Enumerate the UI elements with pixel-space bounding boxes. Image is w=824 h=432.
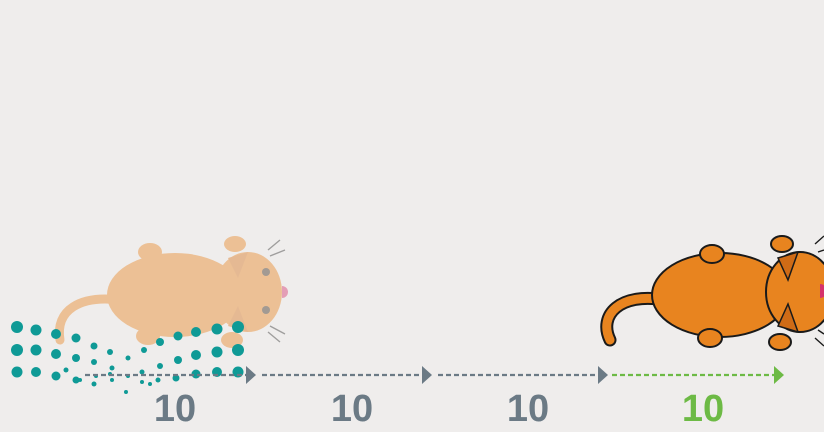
step-label-3: 10 bbox=[506, 388, 550, 430]
trail-dot bbox=[51, 371, 61, 381]
step-arrow-head-4 bbox=[774, 366, 784, 384]
step-label-2: 10 bbox=[330, 388, 374, 430]
step-label-4: 10 bbox=[681, 388, 725, 430]
step-arrow-head-2 bbox=[422, 366, 432, 384]
trail-dot bbox=[78, 378, 82, 382]
trail-dot bbox=[139, 369, 145, 375]
trail-dot bbox=[63, 367, 69, 373]
trail-dot bbox=[72, 376, 80, 384]
cat-sprite-current[interactable] bbox=[600, 235, 824, 351]
trail-dot bbox=[107, 349, 113, 355]
trail-dot bbox=[31, 367, 41, 377]
trail-dot bbox=[11, 344, 23, 356]
trail-dot bbox=[141, 347, 147, 353]
trail-dot bbox=[191, 327, 201, 337]
movement-trail-dots bbox=[11, 321, 244, 394]
trail-dot bbox=[30, 344, 42, 356]
trail-dot bbox=[157, 363, 163, 369]
trail-dot bbox=[148, 382, 152, 386]
trail-dot bbox=[124, 390, 128, 394]
trail-dot bbox=[30, 324, 42, 336]
trail-dot bbox=[174, 356, 182, 364]
trail-dot bbox=[51, 329, 61, 339]
trail-dot bbox=[156, 338, 164, 346]
trail-dot bbox=[91, 381, 97, 387]
trail-dot bbox=[172, 374, 180, 382]
trail-dot bbox=[191, 350, 201, 360]
step-label-1: 10 bbox=[153, 388, 197, 430]
step-arrows bbox=[85, 366, 784, 384]
step-arrow-head-3 bbox=[598, 366, 608, 384]
trail-dot bbox=[191, 369, 201, 379]
trail-dot bbox=[232, 321, 244, 333]
trail-dot bbox=[211, 346, 223, 358]
trail-dot bbox=[155, 377, 161, 383]
trail-dot bbox=[11, 366, 23, 378]
trail-dot bbox=[71, 333, 81, 343]
trail-dot bbox=[173, 331, 183, 341]
trail-dot bbox=[90, 342, 98, 350]
trail-dot bbox=[211, 323, 223, 335]
trail-dot bbox=[140, 380, 144, 384]
step-arrow-head-1 bbox=[246, 366, 256, 384]
trail-dot bbox=[125, 355, 131, 361]
trail-dot bbox=[51, 349, 61, 359]
trail-dot bbox=[109, 365, 115, 371]
cat-sprite-faded[interactable] bbox=[54, 236, 288, 348]
trail-dot bbox=[91, 359, 97, 365]
trail-dot bbox=[11, 321, 23, 333]
trail-dot bbox=[110, 378, 114, 382]
trail-dot bbox=[72, 354, 80, 362]
trail-dot bbox=[232, 344, 244, 356]
